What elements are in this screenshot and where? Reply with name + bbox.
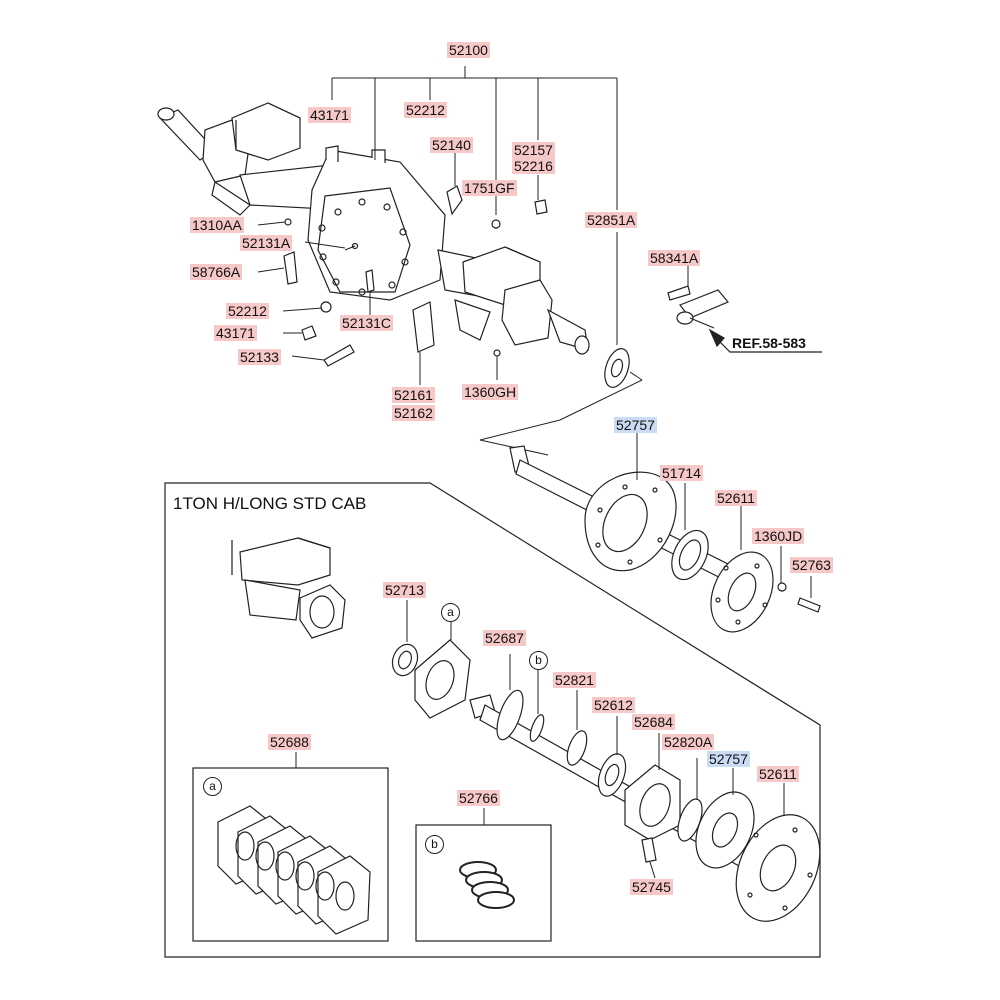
label-52745[interactable]: 52745 bbox=[630, 879, 673, 895]
callout-b-box: b bbox=[425, 835, 444, 854]
gasket-disc bbox=[604, 348, 630, 388]
callout-b-top: b bbox=[529, 651, 548, 670]
label-52763[interactable]: 52763 bbox=[790, 557, 833, 573]
label-52157[interactable]: 52157 bbox=[512, 142, 555, 158]
subbox-spring bbox=[415, 824, 552, 942]
label-52212-mid[interactable]: 52212 bbox=[226, 303, 269, 319]
label-52100[interactable]: 52100 bbox=[447, 42, 490, 58]
callout-a-box: a bbox=[203, 777, 222, 796]
ref-label[interactable]: REF.58-583 bbox=[732, 335, 806, 351]
leader-lines-top bbox=[257, 66, 689, 385]
label-1751GF[interactable]: 1751GF bbox=[462, 180, 517, 196]
label-52162[interactable]: 52162 bbox=[392, 405, 435, 421]
variant-box-title: 1TON H/LONG STD CAB bbox=[173, 494, 367, 513]
label-52131C[interactable]: 52131C bbox=[340, 315, 394, 331]
label-52611-top[interactable]: 52611 bbox=[715, 490, 757, 506]
small-parts-top bbox=[283, 185, 548, 367]
label-1310AA[interactable]: 1310AA bbox=[190, 217, 244, 233]
callout-a-top: a bbox=[441, 603, 460, 622]
label-52161[interactable]: 52161 bbox=[392, 387, 435, 403]
label-58341A[interactable]: 58341A bbox=[648, 250, 701, 266]
label-52212-top[interactable]: 52212 bbox=[404, 102, 447, 118]
label-52687[interactable]: 52687 bbox=[483, 630, 526, 646]
label-1360GH[interactable]: 1360GH bbox=[462, 384, 519, 400]
label-1360JD[interactable]: 1360JD bbox=[752, 528, 805, 544]
leader-lines-mid bbox=[636, 433, 812, 598]
axle-housing bbox=[157, 102, 590, 355]
label-52757-bottom[interactable]: 52757 bbox=[707, 751, 750, 767]
label-52612[interactable]: 52612 bbox=[592, 697, 635, 713]
label-52821[interactable]: 52821 bbox=[553, 672, 596, 688]
label-43171-top[interactable]: 43171 bbox=[308, 107, 351, 123]
variant-box-outline bbox=[164, 482, 821, 958]
label-52757-top[interactable]: 52757 bbox=[614, 417, 657, 433]
box-housing-end bbox=[231, 537, 346, 639]
sensor-part bbox=[667, 285, 729, 329]
label-52216[interactable]: 52216 bbox=[512, 158, 555, 174]
label-43171-mid[interactable]: 43171 bbox=[214, 325, 257, 341]
label-52851A[interactable]: 52851A bbox=[585, 212, 638, 228]
label-52133[interactable]: 52133 bbox=[238, 349, 281, 365]
label-52684[interactable]: 52684 bbox=[632, 714, 675, 730]
ref-arrow bbox=[708, 328, 822, 353]
label-52140[interactable]: 52140 bbox=[430, 137, 473, 153]
box-parts bbox=[391, 639, 821, 922]
small-parts-mid bbox=[777, 582, 821, 613]
label-52131A[interactable]: 52131A bbox=[240, 235, 293, 251]
label-52766[interactable]: 52766 bbox=[457, 790, 500, 806]
label-52611-bottom[interactable]: 52611 bbox=[757, 766, 799, 782]
label-52688[interactable]: 52688 bbox=[268, 734, 311, 750]
label-51714[interactable]: 51714 bbox=[660, 465, 703, 481]
label-52820A[interactable]: 52820A bbox=[662, 734, 715, 750]
subbox-plates bbox=[192, 767, 389, 942]
leader-lines-box bbox=[295, 600, 785, 879]
label-52713[interactable]: 52713 bbox=[383, 582, 426, 598]
label-58766A[interactable]: 58766A bbox=[190, 264, 243, 280]
axle-shaft-main bbox=[509, 445, 774, 633]
